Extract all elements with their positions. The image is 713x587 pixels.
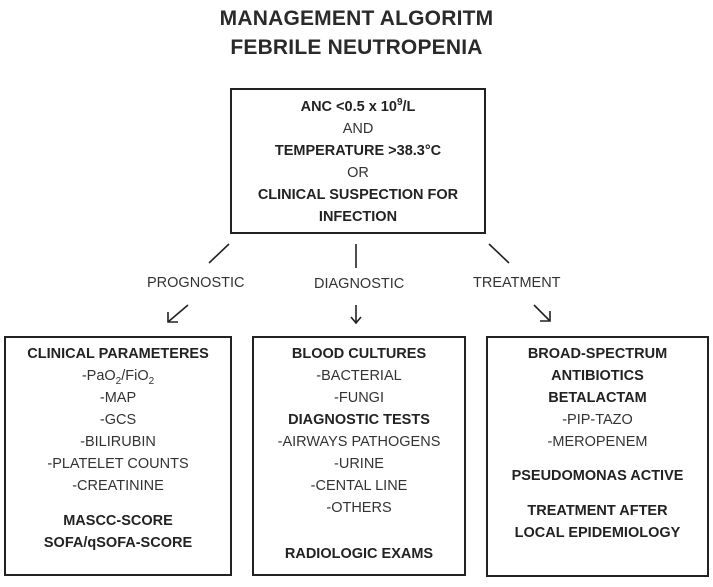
list-item: -AIRWAYS PATHOGENS	[277, 434, 441, 450]
betalactam-heading: BETALACTAM	[548, 390, 647, 406]
list-item: -PIP-TAZO	[562, 412, 633, 428]
label-treatment: TREATMENT	[473, 275, 561, 291]
connector-left	[208, 243, 230, 264]
list-item: -BILIRUBIN	[80, 434, 156, 450]
treatment-after-line-2: LOCAL EPIDEMIOLOGY	[514, 525, 681, 541]
treatment-box: BROAD-SPECTRUM ANTIBIOTICS BETALACTAM -P…	[486, 336, 709, 577]
title-line-1: MANAGEMENT ALGORITM	[219, 7, 494, 30]
antibiotics-heading: ANTIBIOTICS	[551, 368, 644, 384]
diagnostic-tests-heading: DIAGNOSTIC TESTS	[288, 412, 430, 428]
connector-right	[488, 243, 510, 264]
suspicion-line-1: CLINICAL SUSPECTION FOR	[257, 187, 459, 203]
criteria-box: ANC <0.5 x 109/L AND TEMPERATURE >38.3°C…	[230, 88, 486, 234]
list-item: -MAP	[99, 390, 137, 406]
or-connector: OR	[347, 165, 369, 181]
arrow-treatment	[533, 304, 551, 322]
list-item: -PLATELET COUNTS	[47, 456, 189, 472]
pseudomonas-active: PSEUDOMONAS ACTIVE	[511, 468, 684, 484]
title-line-2: FEBRILE NEUTROPENIA	[230, 36, 483, 59]
list-item: -FUNGI	[334, 390, 384, 406]
label-prognostic: PROGNOSTIC	[147, 275, 245, 291]
blood-cultures-heading: BLOOD CULTURES	[291, 346, 427, 362]
suspicion-line-2: INFECTION	[318, 209, 398, 225]
prognostic-box: CLINICAL PARAMETERES -PaO2/FiO2 -MAP -GC…	[4, 336, 232, 576]
arrow-diagnostic	[350, 305, 362, 325]
list-item: -GCS	[99, 412, 137, 428]
broad-spectrum-heading: BROAD-SPECTRUM	[527, 346, 668, 362]
list-item: -CREATININE	[72, 478, 164, 494]
label-diagnostic: DIAGNOSTIC	[314, 276, 405, 292]
sofa-score: SOFA/qSOFA-SCORE	[43, 535, 193, 551]
diagnostic-box: BLOOD CULTURES -BACTERIAL -FUNGI DIAGNOS…	[252, 336, 466, 576]
arrow-prognostic	[167, 304, 189, 323]
list-item: -OTHERS	[326, 500, 392, 516]
list-item: -URINE	[334, 456, 384, 472]
radiologic-exams-heading: RADIOLOGIC EXAMS	[284, 546, 434, 562]
list-item: -BACTERIAL	[316, 368, 402, 384]
pao2-fio2-item: -PaO2/FiO2	[81, 368, 155, 387]
anc-criterion: ANC <0.5 x 109/L	[300, 97, 416, 115]
treatment-after-line-1: TREATMENT AFTER	[527, 503, 668, 519]
clinical-parameters-heading: CLINICAL PARAMETERES	[27, 346, 209, 362]
list-item: -CENTAL LINE	[310, 478, 408, 494]
temperature-criterion: TEMPERATURE >38.3°C	[274, 143, 442, 159]
mascc-score: MASCC-SCORE	[63, 513, 173, 529]
list-item: -MEROPENEM	[547, 434, 648, 450]
and-connector: AND	[342, 121, 374, 137]
